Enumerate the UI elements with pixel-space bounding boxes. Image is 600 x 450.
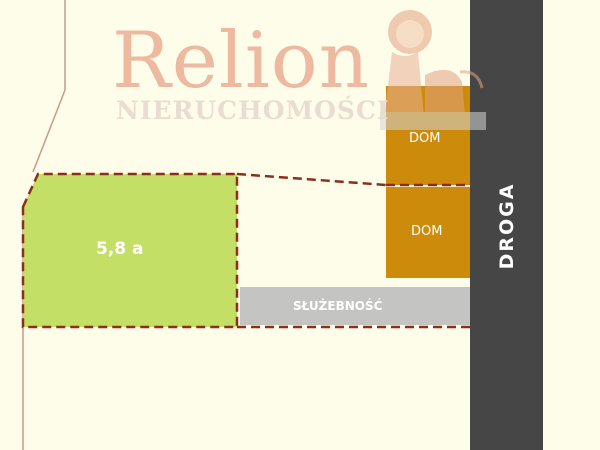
access-boundary-north	[236, 172, 387, 187]
plot-boundary	[21, 172, 239, 329]
lion-logo	[380, 10, 486, 130]
easement-strip	[240, 287, 472, 325]
parcel-line-north	[32, 0, 66, 173]
plot-area-label: 5,8 a	[96, 239, 144, 259]
watermark-subtitle: NIERUCHOMOŚCI	[116, 96, 390, 125]
road-label: DROGA	[496, 182, 518, 270]
easement-label: SŁUŻEBNOŚĆ	[293, 299, 383, 313]
house-north-label: DOM	[409, 131, 441, 146]
house-south	[386, 187, 472, 278]
boundary-lines	[21, 172, 472, 329]
house-south-label: DOM	[411, 224, 443, 239]
plot-parcel	[23, 174, 237, 327]
road	[470, 0, 543, 450]
watermark-brand: Relion	[112, 16, 370, 106]
